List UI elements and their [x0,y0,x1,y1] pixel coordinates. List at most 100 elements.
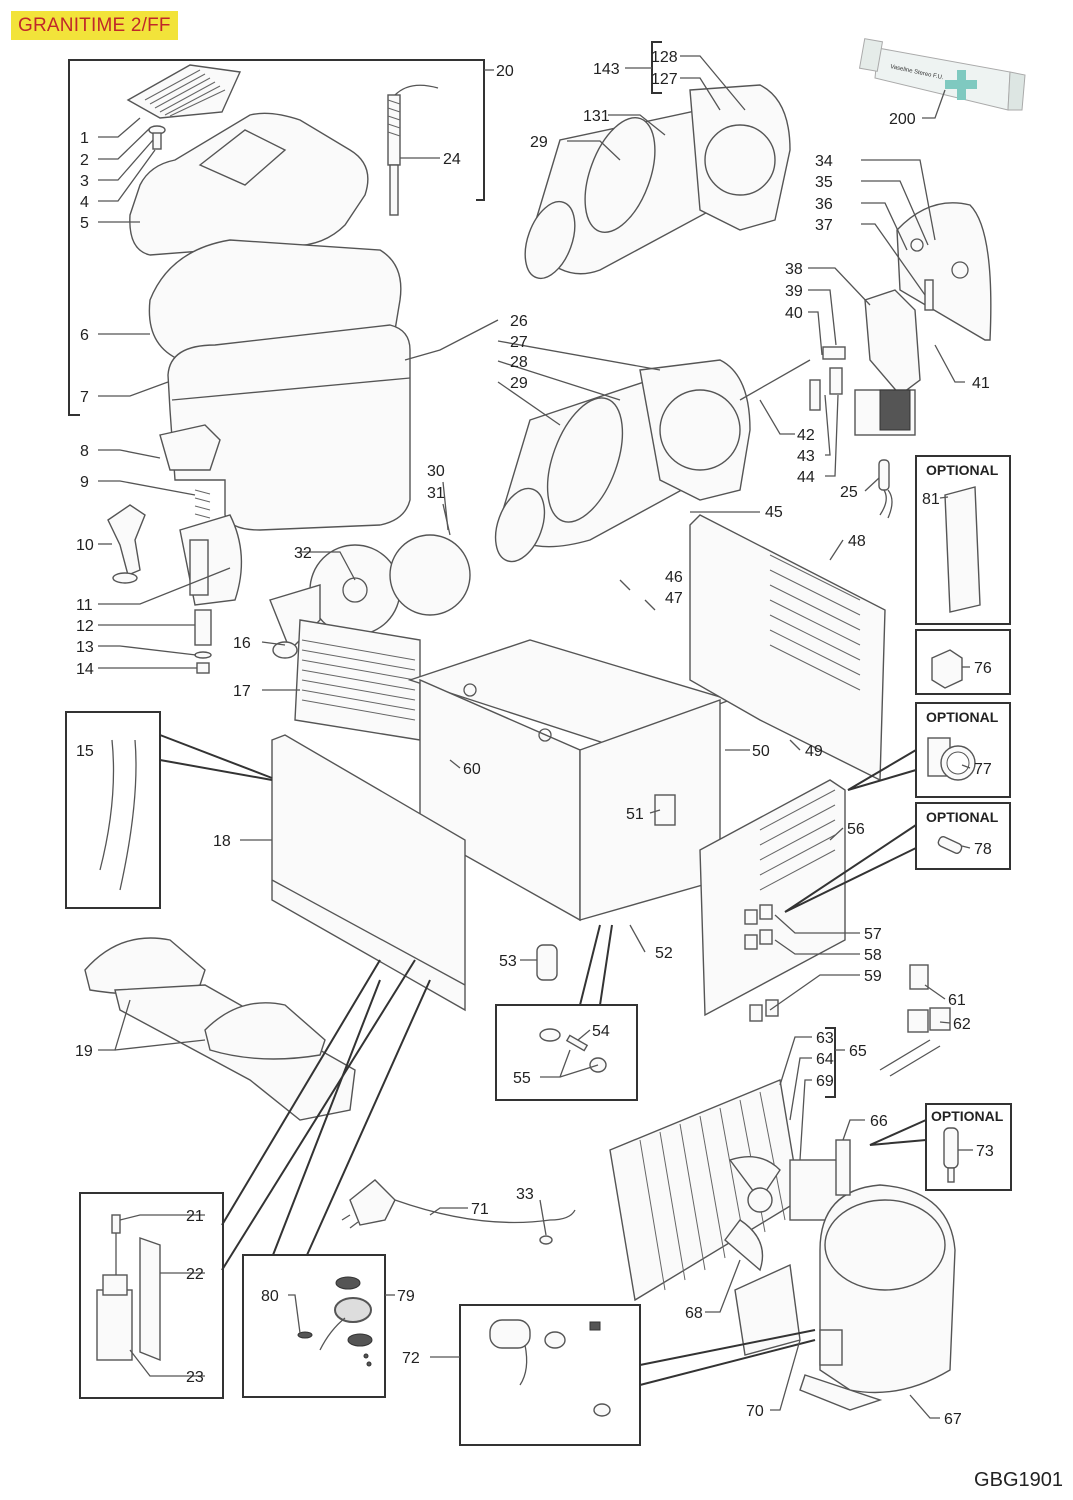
callout-25: 25 [840,484,858,501]
callout-4: 4 [80,194,89,211]
callout-68: 68 [685,1305,703,1322]
part-condenser [609,1079,801,1356]
callout-80: 80 [261,1288,279,1305]
callout-16: 16 [233,635,251,652]
callout-17: 17 [233,683,251,700]
callout-34: 34 [815,153,833,170]
callout-52: 52 [655,945,673,962]
callout-10: 10 [76,537,94,554]
callout-61: 61 [948,992,966,1009]
callout-131: 131 [583,108,610,125]
callout-15: 15 [76,743,94,760]
part-evaporator-bottom [494,359,751,563]
part-bowl-lid [129,112,369,256]
optional-label: OPTIONAL [931,1108,1004,1124]
callout-45: 45 [765,504,783,521]
callout-72: 72 [402,1350,420,1367]
part-drip-trays [84,937,356,1121]
callout-21: 21 [186,1208,204,1225]
callout-62: 62 [953,1016,971,1033]
callout-59: 59 [864,968,882,985]
callout-3: 3 [80,173,89,190]
callout-35: 35 [815,174,833,191]
callout-13: 13 [76,639,94,656]
callout-56: 56 [847,821,865,838]
leader-lines [98,55,973,1419]
callout-77: 77 [974,761,992,778]
inset-box-79-80 [242,979,431,1398]
callout-76: 76 [974,660,992,677]
part-spring-24 [387,84,439,216]
part-side-panel-17 [294,619,421,741]
callout-78: 78 [974,841,992,858]
callout-49: 49 [805,743,823,760]
callout-41: 41 [972,375,990,392]
part-foot-53 [536,944,558,981]
callout-43: 43 [797,448,815,465]
callout-65: 65 [849,1043,867,1060]
callout-48: 48 [848,533,866,550]
inset-box-76 [915,629,1011,695]
callout-51: 51 [626,806,644,823]
callout-70: 70 [746,1403,764,1420]
inset-box-72 [459,1304,816,1446]
callout-27: 27 [510,334,528,351]
callout-63: 63 [816,1030,834,1047]
callout-37: 37 [815,217,833,234]
callout-38: 38 [785,261,803,278]
inset-box-21-23 [79,959,416,1399]
inset-box-15 [65,711,273,909]
part-frame [407,639,733,922]
callout-23: 23 [186,1369,204,1386]
callout-29-upper: 29 [530,134,548,151]
part-sensor-25 [878,459,893,519]
part-motor-group [739,202,992,436]
callout-46: 46 [665,569,683,586]
callout-24: 24 [443,151,461,168]
group-20-bracket [68,59,494,416]
callout-200: 200 [889,111,916,128]
callout-57: 57 [864,926,882,943]
optional-label: OPTIONAL [926,462,999,478]
part-lubricant-tube: Vaseline Stereo F.U. [858,38,1026,111]
callout-18: 18 [213,833,231,850]
callout-73: 73 [976,1143,994,1160]
callout-7: 7 [80,389,89,406]
callout-50: 50 [752,743,770,760]
callout-30: 30 [427,463,445,480]
callout-64: 64 [816,1051,834,1068]
callout-42: 42 [797,427,815,444]
part-bowl-base [167,324,411,531]
callout-32: 32 [294,545,312,562]
part-lid-knob [148,125,166,150]
callout-81: 81 [922,491,940,508]
callout-12: 12 [76,618,94,635]
callout-67: 67 [944,1411,962,1428]
part-front-panel-18 [271,734,466,1012]
callout-9: 9 [80,474,89,491]
callout-5: 5 [80,215,89,232]
callout-26: 26 [510,313,528,330]
part-evaporator-top [524,84,791,280]
callout-79: 79 [397,1288,415,1305]
part-lid-grid [126,64,242,119]
callout-22: 22 [186,1266,204,1283]
callout-11: 11 [76,597,93,614]
part-tap-lever [107,504,146,584]
model-title-badge: GRANITIME 2/FF [11,11,178,40]
callout-20: 20 [496,63,514,80]
callout-66: 66 [870,1113,888,1130]
optional-box-81: OPTIONAL [915,455,1011,625]
callout-6: 6 [80,327,89,344]
callout-55: 55 [513,1070,531,1087]
callout-60: 60 [463,761,481,778]
callout-143: 143 [593,61,620,78]
callout-28: 28 [510,354,528,371]
inset-box-54-55 [495,924,638,1101]
optional-box-73: OPTIONAL [869,1103,1012,1191]
callout-127: 127 [651,71,678,88]
part-auger [269,534,471,659]
optional-box-78: OPTIONAL [784,802,1011,913]
optional-box-77: OPTIONAL [847,702,1011,798]
part-compressor-67 [799,1139,956,1411]
